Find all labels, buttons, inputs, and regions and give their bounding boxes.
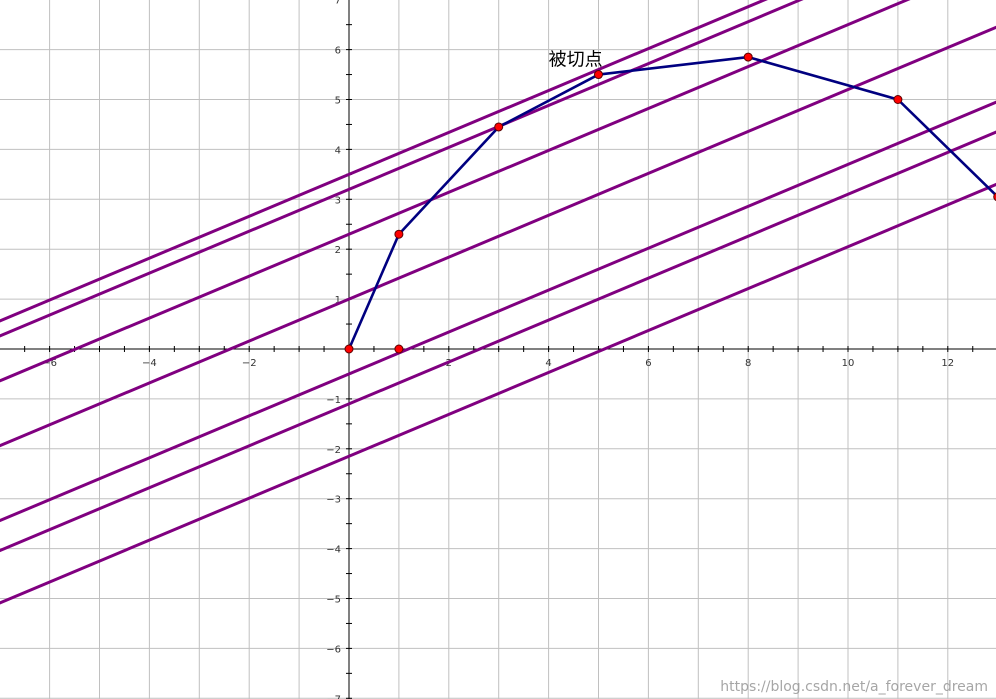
y-tick-label: −4 — [326, 545, 341, 556]
y-tick-label: −1 — [326, 395, 341, 406]
x-tick-label: −2 — [242, 358, 257, 369]
annotation-label: 被切点 — [549, 50, 603, 71]
data-point — [594, 70, 603, 80]
y-tick-label: 5 — [335, 96, 341, 107]
y-tick-label: 2 — [335, 245, 341, 256]
y-tick-label: 3 — [335, 195, 341, 206]
y-tick-label: 4 — [335, 145, 341, 156]
parallel-line — [0, 100, 996, 523]
data-point — [893, 95, 903, 104]
x-tick-label: −6 — [42, 358, 57, 369]
data-point — [344, 344, 354, 354]
data-point — [743, 52, 753, 62]
y-tick-label: −7 — [326, 694, 341, 699]
x-tick-label: 8 — [745, 358, 751, 369]
x-tick-label: −4 — [142, 358, 157, 369]
y-tick-label: 6 — [335, 46, 341, 57]
x-tick-label: 6 — [645, 358, 651, 369]
y-tick-label: 7 — [335, 0, 341, 7]
parallel-line — [0, 130, 996, 553]
data-point — [394, 344, 404, 354]
y-tick-label: −5 — [326, 595, 341, 606]
data-point — [993, 192, 996, 201]
x-tick-label: 10 — [842, 358, 855, 369]
parallel-line — [0, 0, 911, 383]
hull-points — [344, 52, 996, 354]
annotations: 被切点 — [549, 50, 603, 71]
x-tick-label: 4 — [545, 358, 551, 369]
data-point — [394, 229, 404, 239]
y-tick-label: −2 — [326, 445, 341, 456]
y-tick-label: 1 — [335, 295, 341, 306]
watermark: https://blog.csdn.net/a_forever_dream — [720, 679, 988, 695]
data-point — [494, 122, 504, 132]
y-tick-label: −6 — [326, 644, 341, 655]
x-tick-label: 12 — [941, 358, 954, 369]
parallel-line — [0, 0, 768, 323]
y-tick-label: −3 — [326, 495, 341, 506]
parallel-line — [0, 25, 996, 448]
parallel-line — [0, 182, 996, 605]
